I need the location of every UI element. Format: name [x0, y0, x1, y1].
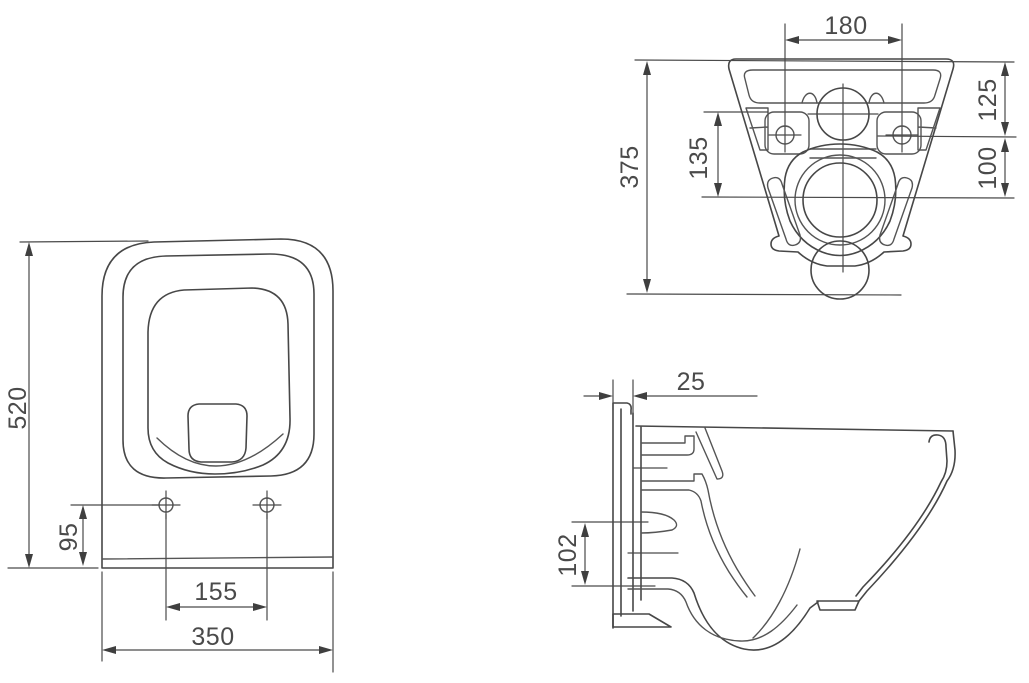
rear-view-bolt-pad-right: [876, 111, 922, 155]
top-view-bowl-rim: [147, 287, 291, 475]
dim-100-arrow-top: [1001, 138, 1009, 152]
side-view-strut: [695, 427, 724, 480]
dim-520-label: 520: [4, 386, 32, 429]
rear-view-slot-right: [878, 176, 914, 247]
dim-125-arrow-top: [1001, 62, 1009, 76]
dim-125-lines: [877, 64, 1017, 138]
side-view-channel-lower: [640, 511, 678, 534]
side-view: 25 102: [554, 368, 956, 651]
dim-180-label: 180: [824, 12, 867, 40]
dim-155-arrow-left: [166, 603, 180, 611]
top-view-rear-edge-line: [101, 556, 334, 560]
dim-125: 125: [877, 62, 1017, 138]
top-view-outer-outline: [101, 238, 334, 569]
dim-135-lines: [701, 111, 1015, 199]
dim-180-lines: [784, 23, 903, 153]
dim-180-arrow-right: [888, 36, 902, 44]
dim-95-label: 95: [55, 523, 83, 552]
dim-25-arrow-left: [599, 392, 613, 400]
dim-375-lines: [626, 59, 1015, 296]
rear-view-horn-right: [868, 92, 885, 104]
rear-view-top-recess: [743, 69, 942, 104]
side-view-trap-inner: [627, 588, 798, 642]
side-view-top-edge: [635, 425, 954, 432]
top-view: 520 95 155 350: [4, 238, 334, 673]
side-view-outer-swoosh: [858, 430, 956, 602]
dim-520-arrow-top: [25, 242, 33, 256]
side-view-trap-outer: [627, 577, 819, 651]
rear-view-pocket-left: [745, 107, 769, 151]
side-view-inner-swoosh: [855, 434, 948, 597]
dim-350-arrow-right: [319, 646, 333, 654]
dim-180: 180: [784, 12, 903, 153]
dim-95-arrow-bottom: [79, 552, 87, 566]
dim-100-arrow-bottom: [1001, 183, 1009, 197]
dim-25-lines: [583, 379, 758, 421]
side-view-wall-plate: [612, 402, 634, 629]
rear-view: 180 375 135 125 100: [616, 12, 1017, 300]
dim-25-label: 25: [677, 368, 706, 396]
dim-100-label: 100: [974, 146, 1002, 189]
rear-view-center-bar: [809, 148, 877, 159]
dim-102: 102: [554, 521, 656, 587]
rear-view-drain-shield: [783, 143, 897, 257]
dim-135: 135: [685, 111, 1015, 199]
dim-375-arrow-bottom: [643, 279, 651, 293]
side-view-channel-middle: [640, 473, 756, 597]
side-view-rear-ledge: [816, 600, 860, 611]
dim-375-label: 375: [616, 145, 644, 188]
dim-135-label: 135: [685, 136, 713, 179]
side-view-plate-foot: [612, 613, 672, 628]
dim-155-arrow-right: [253, 603, 267, 611]
dim-155-label: 155: [194, 578, 237, 606]
top-view-flush-opening: [187, 403, 248, 463]
dim-102-label: 102: [554, 533, 582, 576]
dim-135-arrow-bottom: [714, 183, 722, 197]
dim-520-lines: [7, 240, 149, 569]
dim-350-lines: [101, 571, 334, 673]
dim-375-arrow-top: [643, 61, 651, 75]
dim-95-arrow-top: [79, 505, 87, 519]
dim-102-arrow-bottom: [581, 571, 589, 585]
rear-view-outer-outline: [727, 58, 955, 267]
dim-102-arrow-top: [581, 523, 589, 537]
dim-100: 100: [974, 138, 1009, 197]
dim-350: 350: [101, 571, 334, 673]
dim-375: 375: [616, 59, 1015, 296]
rear-view-outlet-pipe: [810, 240, 870, 300]
dim-155-lines: [165, 513, 268, 621]
top-view-bowl-contour: [156, 433, 284, 467]
dim-350-arrow-left: [102, 646, 116, 654]
dim-25-arrow-right: [633, 392, 647, 400]
rear-view-slot-left: [766, 176, 802, 247]
side-view-bowl-inner-wall: [752, 548, 801, 639]
dim-125-label: 125: [974, 78, 1002, 121]
dim-520: 520: [4, 240, 149, 569]
rear-view-horn-left: [801, 92, 818, 104]
rear-view-drain-ring: [794, 154, 886, 246]
rear-view-bolt-pad-left: [764, 111, 810, 155]
dim-135-arrow-top: [714, 112, 722, 126]
dim-25: 25: [583, 368, 758, 421]
top-view-inner-lid-outline: [122, 253, 315, 479]
side-view-funnel-inner: [640, 489, 748, 598]
dim-125-arrow-bottom: [1001, 122, 1009, 136]
dim-520-arrow-bottom: [25, 554, 33, 568]
dim-350-label: 350: [191, 623, 234, 651]
dim-155: 155: [165, 513, 268, 621]
side-view-channel-top: [640, 435, 695, 456]
dim-95: 95: [55, 504, 161, 566]
dim-180-arrow-left: [785, 36, 799, 44]
rear-view-drain-circle: [802, 162, 878, 238]
